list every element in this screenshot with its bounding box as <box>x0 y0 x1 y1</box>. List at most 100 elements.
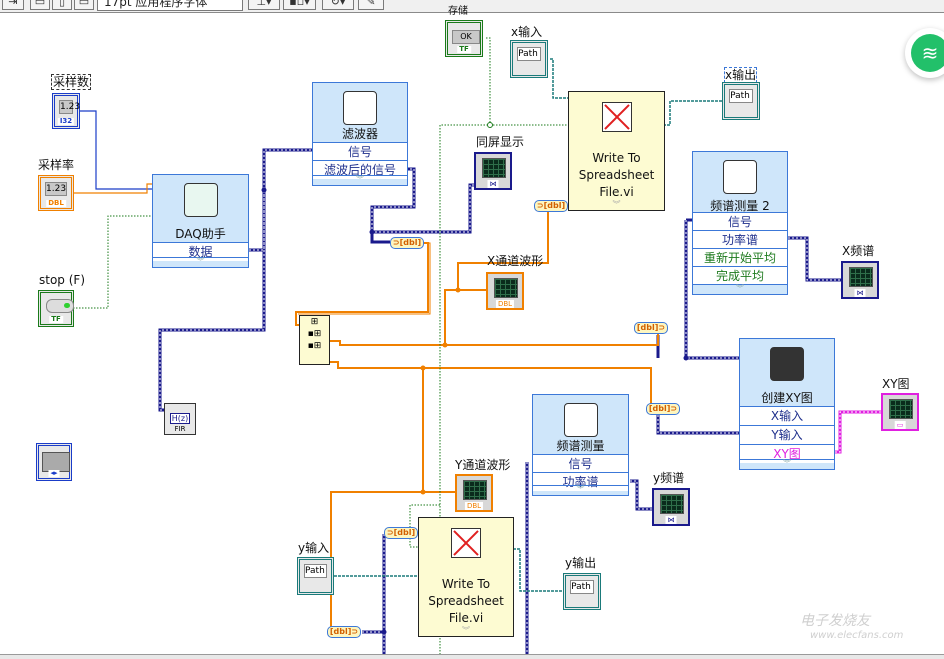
yin-value: Path <box>304 564 327 578</box>
xspec-graph[interactable]: ⋈ <box>841 261 879 299</box>
save-label: 存储 <box>448 6 468 17</box>
daq-assistant-vi[interactable]: DAQ助手 数据 ︾ <box>152 174 249 268</box>
wire-conv-split <box>295 242 429 326</box>
wifi-float-button[interactable]: ≋ <box>905 28 944 78</box>
wire-daq-data <box>249 148 312 252</box>
write-y-line1: Write To <box>441 577 491 591</box>
stop-control[interactable]: TF <box>38 290 74 327</box>
wire-xout <box>663 100 724 126</box>
fir-glyph: H(z) <box>169 413 191 424</box>
ok-button: OK <box>452 30 480 44</box>
yout-indicator[interactable]: Path <box>563 573 601 610</box>
daq-icon <box>183 183 218 217</box>
led-icon <box>46 299 74 313</box>
power-spectrum-icon <box>563 403 598 437</box>
xin-control[interactable]: Path <box>510 40 548 78</box>
yspec-graph[interactable]: ⋈ <box>652 488 690 526</box>
ywave-graph[interactable]: DBL <box>455 474 493 512</box>
save-control[interactable]: OK TF <box>445 20 483 57</box>
align-objects-button[interactable]: ⊥▾ <box>248 0 280 10</box>
xy-graph[interactable]: ▭ <box>881 393 919 431</box>
xwave-type: DBL <box>495 300 515 308</box>
spectrum-measure-vi[interactable]: 频谱测量 信号 功率谱 ︾ <box>532 394 629 496</box>
wire-ych-main <box>330 361 652 408</box>
spectrum-row-signal[interactable]: 信号 <box>533 454 628 473</box>
wire-yconv-xy <box>656 415 740 435</box>
fir-label: FIR <box>174 425 186 433</box>
write-file-broken-icon <box>451 528 481 558</box>
daq-row-data[interactable]: 数据 <box>153 242 248 261</box>
rate-control[interactable]: 1.23 DBL <box>38 175 74 211</box>
wire-ywave-left <box>330 491 423 632</box>
stop-type: TF <box>49 315 63 323</box>
sync-label: 同屏显示 <box>476 135 525 149</box>
wire-xch-main <box>330 330 659 346</box>
reorder-button[interactable]: ↻▾ <box>322 0 354 10</box>
filter-row-signal[interactable]: 信号 <box>313 142 407 161</box>
distribute-icon[interactable]: ▯ <box>52 0 72 10</box>
graph-type-tag: ▭ <box>894 421 906 429</box>
spectrum-measure-2-vi[interactable]: 频谱测量 2 信号 功率谱 重新开始平均 完成平均 ︾ <box>692 151 788 295</box>
graph-icon <box>889 399 913 419</box>
xout-value: Path <box>729 89 753 103</box>
xout-indicator[interactable]: Path <box>722 82 760 120</box>
from-dbl-converter[interactable]: [dbl]⊃ <box>646 403 680 415</box>
expand-icon[interactable]: ︾ <box>612 200 621 209</box>
fir-filter-vi[interactable]: H(z) FIR <box>164 403 196 435</box>
filter-vi[interactable]: 滤波器 信号 滤波后的信号 ︾ <box>312 82 408 186</box>
split-signals-node[interactable]: ⊞▪⊞▪⊞ <box>299 315 330 365</box>
to-dbl-converter[interactable]: ⊃[dbl] <box>384 527 418 539</box>
expand-icon[interactable]: ︾ <box>313 175 407 185</box>
watermark-brand: 电子发烧友 <box>800 613 870 629</box>
font-select[interactable]: 17pt 应用程序字体 <box>97 0 243 11</box>
write-spreadsheet-x-vi[interactable]: Write To Spreadsheet File.vi ︾ <box>568 91 665 211</box>
align-icon[interactable]: ▭ <box>30 0 50 10</box>
xy-row-y[interactable]: Y输入 <box>740 425 834 444</box>
xy-title: 创建XY图 <box>761 391 813 405</box>
yin-control[interactable]: Path <box>297 557 334 595</box>
run-arrow-icon[interactable]: ⇥ <box>2 0 24 10</box>
graph-type-tag: ⋈ <box>854 289 866 297</box>
expand-icon[interactable]: ︾ <box>740 459 834 469</box>
from-dbl-converter[interactable]: [dbl]⊃ <box>634 322 668 334</box>
tab-control-terminal[interactable]: ◂▸ <box>36 443 72 481</box>
cleanup-icon[interactable]: ✎ <box>358 0 384 10</box>
filter-row-output[interactable]: 滤波后的信号 <box>313 160 407 179</box>
spectrum2-title: 频谱测量 2 <box>710 199 770 213</box>
write-y-line3: File.vi <box>448 611 484 625</box>
xy-row-out[interactable]: XY图 <box>740 444 834 463</box>
save-type: TF <box>457 45 471 53</box>
graph-icon <box>849 267 873 287</box>
yin-label: y输入 <box>298 541 330 555</box>
resize-icon[interactable]: ▭ <box>74 0 94 10</box>
graph-icon <box>463 480 487 500</box>
wire-yspec-out <box>630 479 652 511</box>
distribute-objects-button[interactable]: ▪▫▾ <box>283 0 316 10</box>
expand-icon[interactable]: ︾ <box>462 626 470 635</box>
xin-label: x输入 <box>511 25 543 39</box>
spectrum2-row-done[interactable]: 完成平均 <box>693 266 787 285</box>
spectrum2-row-power[interactable]: 功率谱 <box>693 230 787 249</box>
graph-type-tag: ⋈ <box>665 516 677 524</box>
samples-control[interactable]: 1.23 I32 <box>52 93 80 129</box>
sync-graph[interactable]: ⋈ <box>474 152 512 190</box>
wire-xin <box>550 58 568 99</box>
to-dbl-converter[interactable]: ⊃[dbl] <box>534 200 568 212</box>
watermark-url: www.elecfans.com <box>810 630 904 641</box>
spectrum2-row-restart[interactable]: 重新开始平均 <box>693 248 787 267</box>
xwave-graph[interactable]: DBL <box>486 272 524 310</box>
wire-xspec-out <box>788 236 842 282</box>
expand-icon[interactable]: ︾ <box>533 485 628 495</box>
xspec-label: X频谱 <box>842 244 875 258</box>
spectrum-title: 频谱测量 <box>556 439 605 453</box>
expand-icon[interactable]: ︾ <box>693 284 787 294</box>
from-dbl-converter[interactable]: [dbl]⊃ <box>327 626 361 638</box>
spectrum2-row-signal[interactable]: 信号 <box>693 212 787 231</box>
to-dbl-converter[interactable]: ⊃[dbl] <box>390 237 424 249</box>
wire-yout <box>513 548 565 592</box>
xy-row-x[interactable]: X输入 <box>740 406 834 425</box>
write-spreadsheet-y-vi[interactable]: Write To Spreadsheet File.vi ︾ <box>418 517 514 637</box>
wifi-icon: ≋ <box>911 34 944 72</box>
build-xy-graph-vi[interactable]: 创建XY图 X输入 Y输入 XY图 ︾ <box>739 338 835 470</box>
expand-icon[interactable]: ︾ <box>153 257 248 267</box>
